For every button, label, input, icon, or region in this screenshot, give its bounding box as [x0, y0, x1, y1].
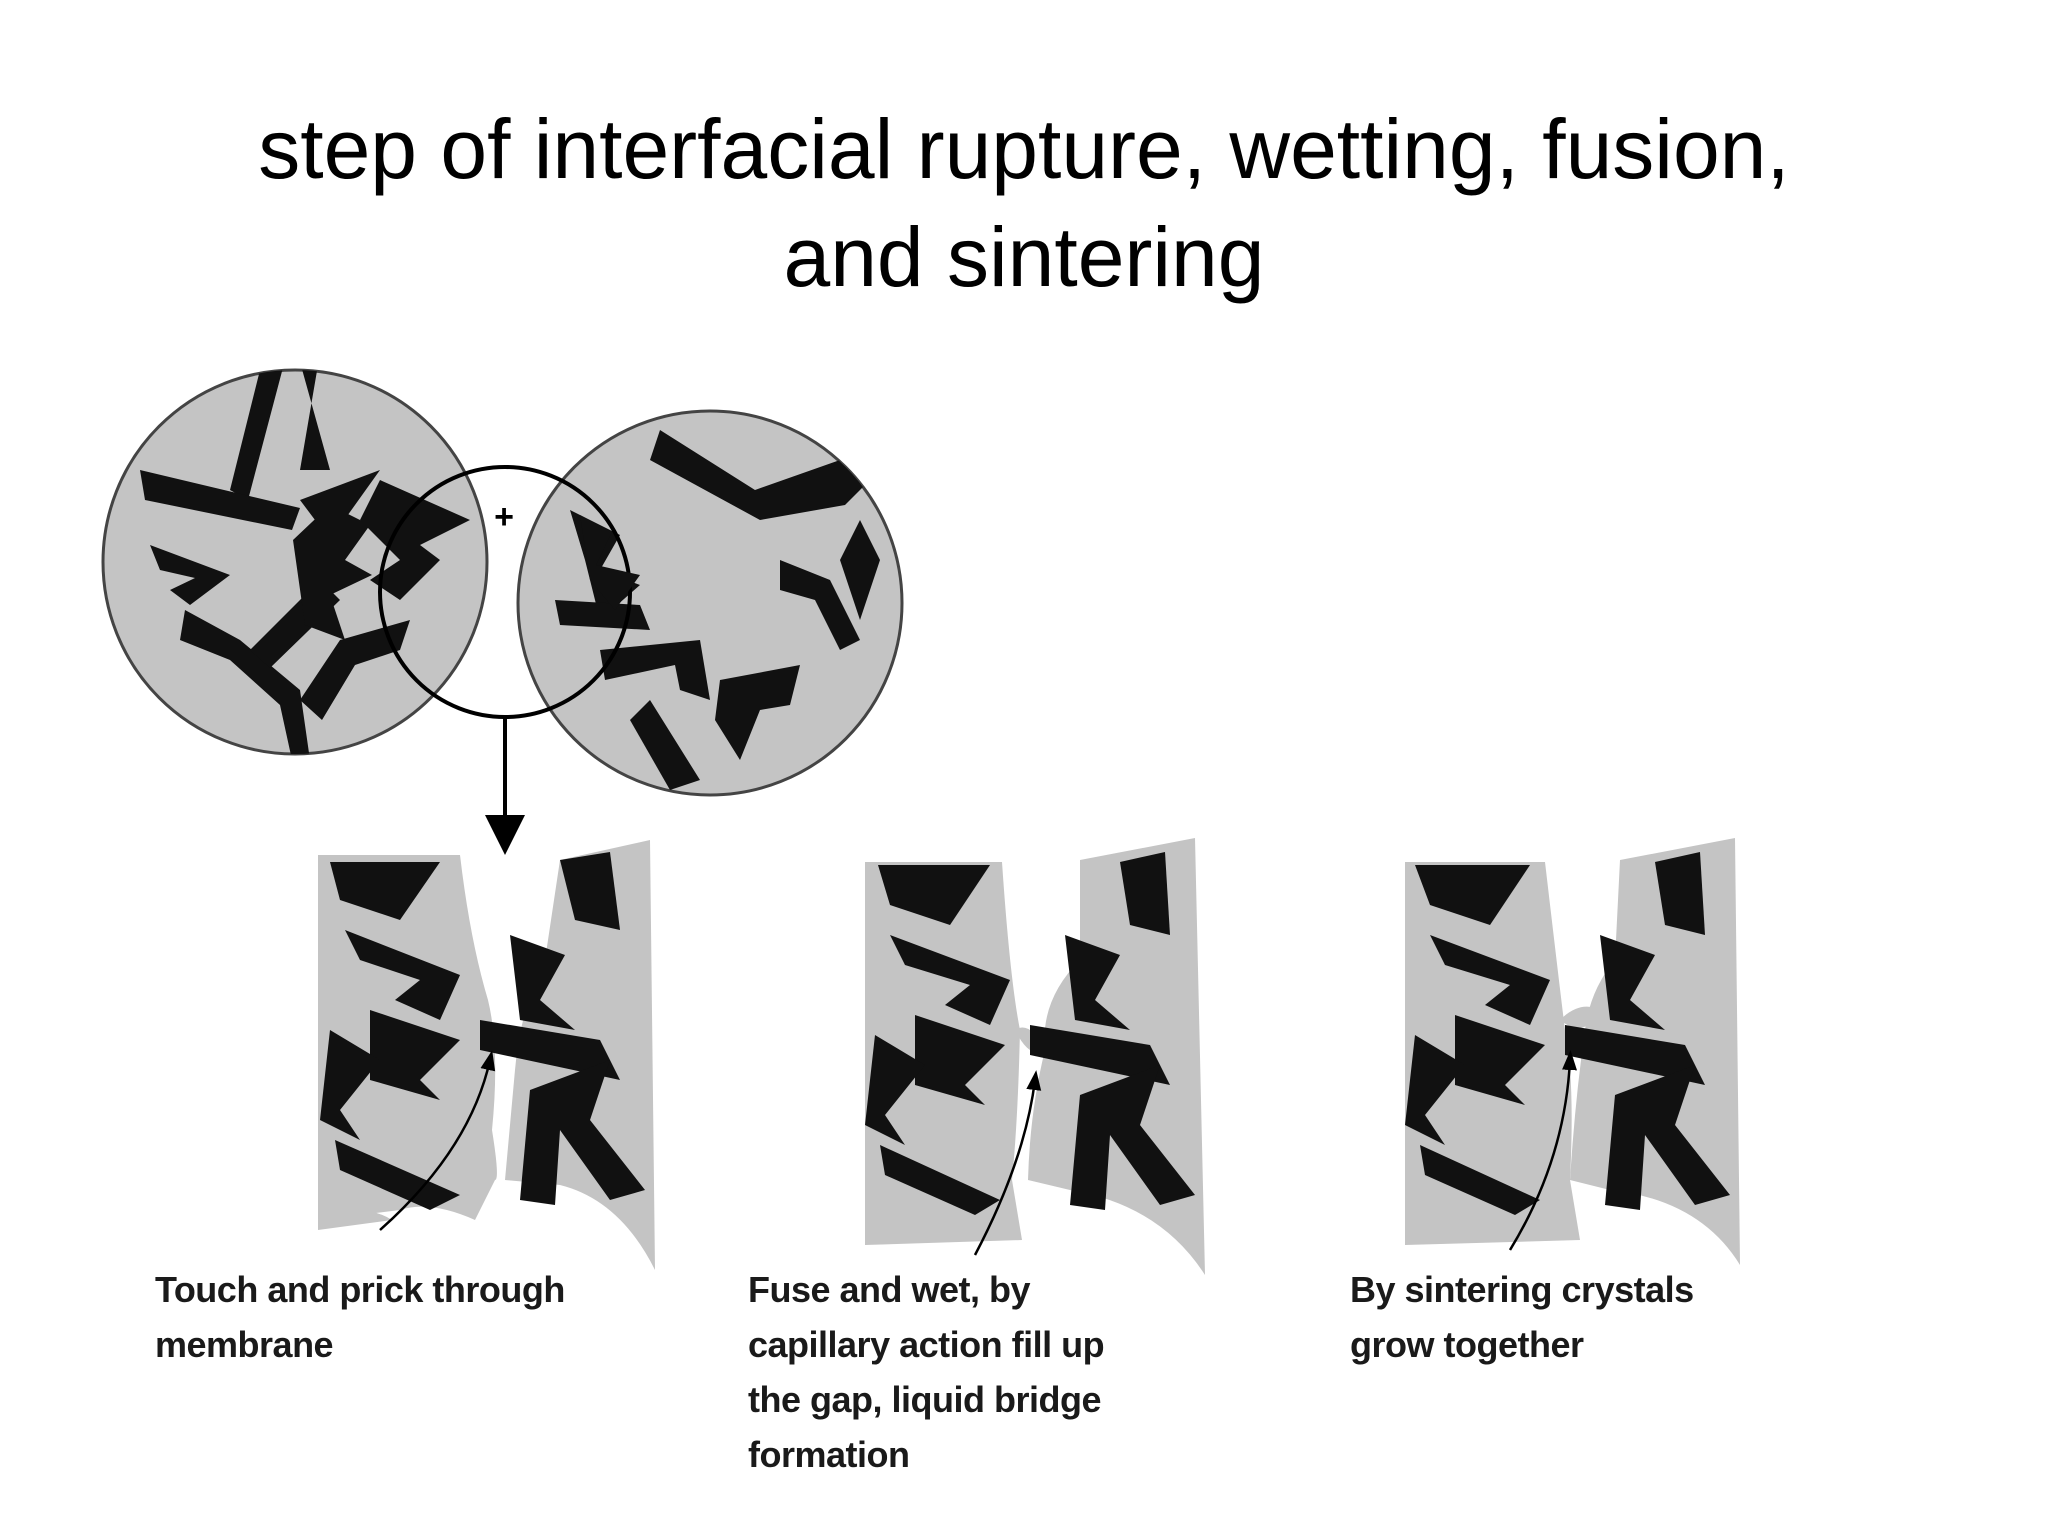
stage-panel-sinter	[1405, 838, 1740, 1265]
slide-title-line-2: and sintering	[783, 210, 1265, 304]
slide-title: step of interfacial rupture, wetting, fu…	[0, 95, 2048, 311]
caption-line: Fuse and wet, by	[748, 1269, 1031, 1310]
contact-zone-magnifier: +	[293, 465, 640, 719]
particle-right	[516, 409, 904, 797]
caption-line: Touch and prick through	[155, 1269, 565, 1310]
stage-panel-touch	[318, 840, 655, 1270]
caption-line: By sintering crystals	[1350, 1269, 1694, 1310]
caption-line: formation	[748, 1434, 910, 1475]
stage-panel-fuse	[865, 838, 1205, 1275]
caption-touch: Touch and prick through membrane	[155, 1262, 565, 1372]
caption-line: membrane	[155, 1324, 334, 1365]
slide-title-line-1: step of interfacial rupture, wetting, fu…	[258, 102, 1790, 196]
caption-fuse: Fuse and wet, by capillary action fill u…	[748, 1262, 1105, 1482]
particle-left	[101, 368, 489, 756]
caption-line: the gap, liquid bridge	[748, 1379, 1102, 1420]
caption-sinter: By sintering crystals grow together	[1350, 1262, 1694, 1372]
caption-line: grow together	[1350, 1324, 1584, 1365]
merge-plus-sign: +	[494, 498, 514, 536]
caption-line: capillary action fill up	[748, 1324, 1105, 1365]
